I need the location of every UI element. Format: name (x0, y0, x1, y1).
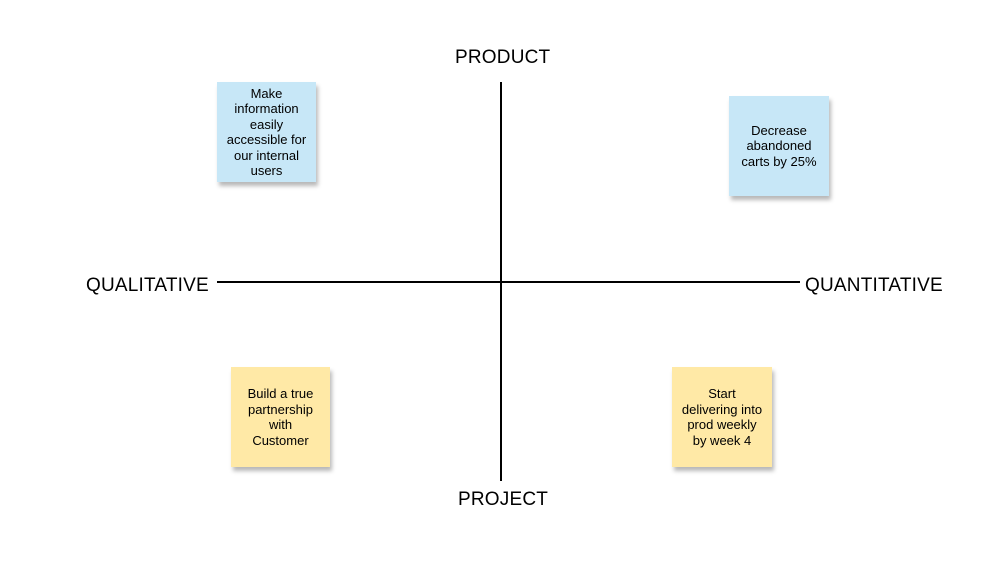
sticky-note-text: Decrease abandoned carts by 25% (741, 122, 817, 169)
sticky-note-abandoned-carts[interactable]: Decrease abandoned carts by 25% (729, 96, 829, 196)
sticky-note-weekly-delivery[interactable]: Start delivering into prod weekly by wee… (672, 367, 772, 467)
sticky-note-partnership[interactable]: Build a true partnership with Customer (231, 367, 330, 467)
horizontal-axis (217, 281, 800, 283)
axis-label-quantitative: QUANTITATIVE (805, 275, 943, 296)
axis-label-project: PROJECT (458, 489, 549, 510)
sticky-note-text: Make information easily accessible for o… (226, 85, 307, 179)
sticky-note-text: Build a true partnership with Customer (247, 386, 314, 448)
sticky-note-internal-users[interactable]: Make information easily accessible for o… (217, 82, 316, 182)
axis-label-qualitative: QUALITATIVE (86, 275, 209, 296)
sticky-note-text: Start delivering into prod weekly by wee… (681, 386, 763, 448)
axis-label-product: PRODUCT (455, 47, 551, 68)
